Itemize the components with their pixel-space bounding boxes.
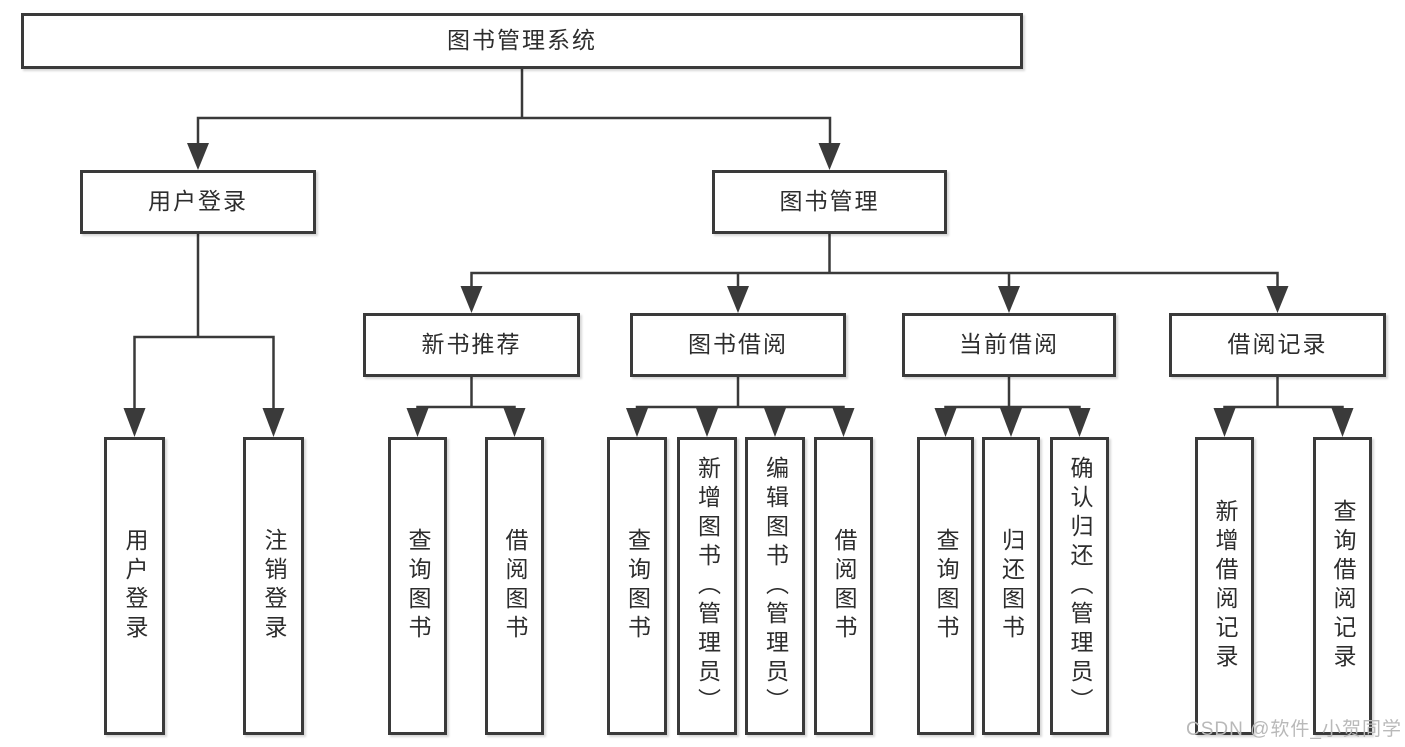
leaf-borrow-books-recommend: 借阅图书 — [485, 437, 544, 735]
arrowhead-down — [1331, 408, 1354, 437]
node-current-borrowing-label: 当前借阅 — [959, 331, 1059, 358]
leaf-confirm-return-admin-label: 确认归还（管理员） — [1067, 455, 1093, 717]
node-new-book-recommendation: 新书推荐 — [363, 313, 580, 377]
arrowhead-down — [1266, 286, 1289, 313]
leaf-confirm-return-admin: 确认归还（管理员） — [1050, 437, 1109, 735]
arrowhead-down — [1213, 408, 1236, 437]
leaf-borrow-books-borrow-label: 借阅图书 — [831, 528, 857, 644]
leaf-borrow-books-recommend-label: 借阅图书 — [502, 528, 528, 644]
leaf-logout-label: 注销登录 — [261, 528, 287, 644]
node-book-borrowing: 图书借阅 — [630, 313, 846, 377]
arrowhead-down — [1000, 408, 1022, 437]
arrowhead-down — [764, 408, 786, 437]
connector-recommend-rail — [416, 405, 516, 412]
leaf-add-borrow-record: 新增借阅记录 — [1195, 437, 1254, 735]
arrowhead-down — [1068, 408, 1091, 437]
arrowhead-down — [262, 408, 285, 437]
connector-borrow-rail — [635, 405, 845, 412]
leaf-query-borrow-record: 查询借阅记录 — [1313, 437, 1372, 735]
leaf-borrow-books-borrow: 借阅图书 — [814, 437, 873, 735]
arrowhead-down — [727, 286, 749, 313]
node-library-management-system: 图书管理系统 — [21, 13, 1023, 69]
arrowhead-down — [406, 408, 429, 437]
leaf-query-books-recommend: 查询图书 — [388, 437, 447, 735]
leaf-query-books-borrow: 查询图书 — [607, 437, 667, 735]
leaf-query-books-borrow-label: 查询图书 — [624, 528, 651, 644]
node-library-management-system-label: 图书管理系统 — [447, 27, 597, 54]
watermark-csdn: CSDN @软件_小贺同学 — [1186, 719, 1402, 740]
leaf-add-books-admin: 新增图书（管理员） — [677, 437, 737, 735]
leaf-logout: 注销登录 — [243, 437, 304, 735]
node-new-book-recommendation-label: 新书推荐 — [421, 331, 522, 358]
leaf-add-books-admin-label: 新增图书（管理员） — [694, 455, 721, 717]
connector-user-rail — [133, 335, 275, 412]
connector-arrowheads — [123, 143, 1354, 437]
leaf-edit-books-admin: 编辑图书（管理员） — [745, 437, 805, 735]
arrowhead-down — [460, 286, 483, 313]
arrowhead-down — [998, 286, 1020, 313]
leaf-query-borrow-record-label: 查询借阅记录 — [1330, 499, 1356, 673]
leaf-query-books-current: 查询图书 — [917, 437, 974, 735]
node-book-borrowing-label: 图书借阅 — [688, 331, 788, 358]
arrowhead-down — [696, 408, 718, 437]
leaf-edit-books-admin-label: 编辑图书（管理员） — [762, 455, 789, 717]
arrowhead-down — [123, 408, 146, 437]
leaf-user-login-label: 用户登录 — [122, 528, 148, 644]
node-user-login: 用户登录 — [80, 170, 316, 234]
leaf-query-books-recommend-label: 查询图书 — [405, 528, 431, 644]
arrowhead-down — [818, 143, 841, 170]
node-book-management-label: 图书管理 — [779, 188, 880, 215]
leaf-return-books: 归还图书 — [982, 437, 1040, 735]
arrowhead-down — [187, 143, 209, 170]
leaf-query-books-current-label: 查询图书 — [933, 528, 959, 644]
connector-root-rail — [196, 116, 832, 145]
leaf-user-login: 用户登录 — [104, 437, 165, 735]
node-book-management: 图书管理 — [712, 170, 947, 234]
arrowhead-down — [832, 408, 855, 437]
connector-record-rail — [1223, 405, 1344, 412]
arrowhead-down — [503, 408, 526, 437]
leaf-add-borrow-record-label: 新增借阅记录 — [1212, 499, 1238, 673]
node-borrowing-records-label: 借阅记录 — [1227, 331, 1328, 358]
node-borrowing-records: 借阅记录 — [1169, 313, 1386, 377]
arrowhead-down — [934, 408, 957, 437]
connector-mgmt-rail — [470, 271, 1279, 289]
leaf-return-books-label: 归还图书 — [998, 528, 1025, 644]
node-user-login-label: 用户登录 — [148, 188, 248, 215]
arrowhead-down — [626, 408, 648, 437]
node-current-borrowing: 当前借阅 — [902, 313, 1116, 377]
